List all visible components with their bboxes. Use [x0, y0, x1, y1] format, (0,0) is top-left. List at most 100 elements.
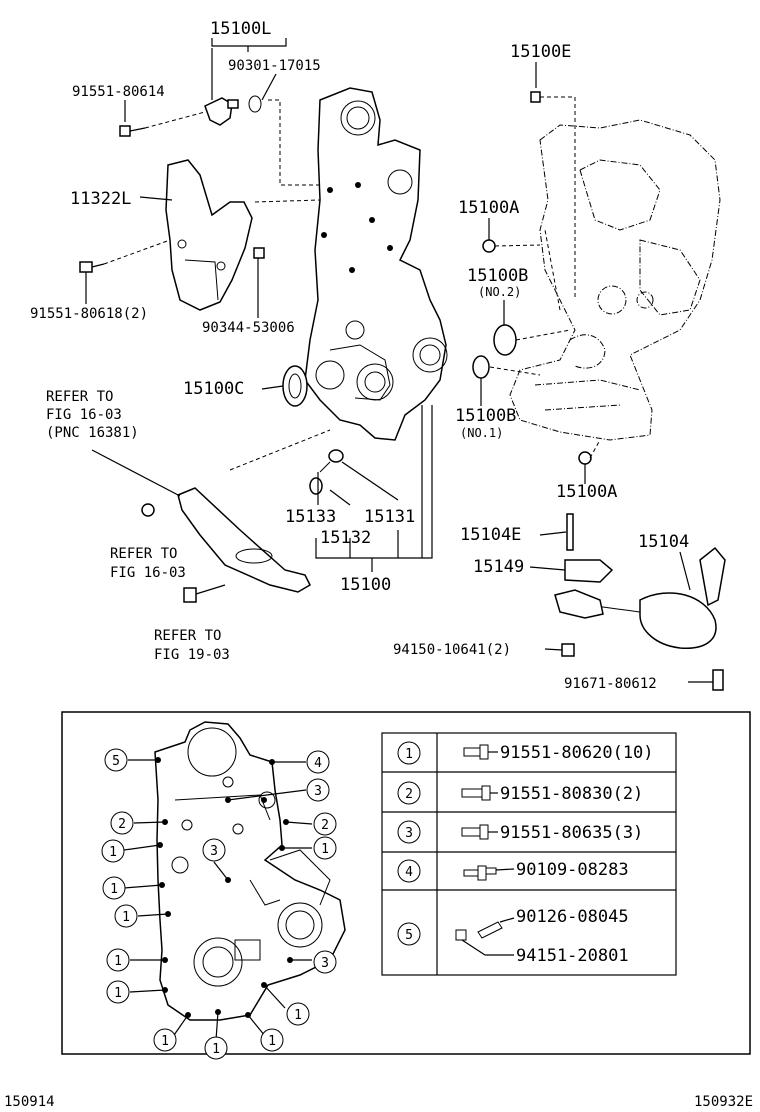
- svg-text:1: 1: [268, 1034, 276, 1049]
- label-15132: 15132: [320, 528, 371, 548]
- detail-inset: 5 4 3 2 2 1 1 3 1 1 1 1 1 1 1 1 3: [61, 711, 751, 1060]
- label-90344-53006: 90344-53006: [202, 320, 295, 336]
- timing-chain-cover: [304, 87, 448, 441]
- stud-icon: [477, 921, 503, 939]
- callout-3: 3: [313, 950, 337, 974]
- refer-note-1-line2: FIG 16-03: [46, 407, 122, 423]
- svg-text:3: 3: [210, 844, 218, 859]
- refer-note-3-line2: FIG 19-03: [154, 647, 230, 663]
- label-no2: (NO.2): [478, 285, 521, 299]
- label-15131: 15131: [364, 507, 415, 527]
- callout-1: 1: [102, 876, 126, 900]
- refer-note-1-line1: REFER TO: [46, 389, 113, 405]
- svg-text:1: 1: [321, 842, 329, 857]
- footer-left-code: 150914: [4, 1094, 55, 1110]
- legend-row-2: 2 91551-80830(2): [397, 781, 643, 805]
- label-15100: 15100: [340, 575, 391, 595]
- callout-1: 1: [286, 1002, 310, 1026]
- tensioner-parts: [309, 449, 344, 495]
- svg-text:2: 2: [321, 818, 329, 833]
- label-no1: (NO.1): [460, 426, 503, 440]
- callout-1: 1: [106, 948, 130, 972]
- label-15100C: 15100C: [183, 379, 244, 399]
- legend-row-1: 1 91551-80620(10): [397, 741, 654, 765]
- svg-text:3: 3: [314, 784, 322, 799]
- svg-text:2: 2: [118, 817, 126, 832]
- callout-1: 1: [260, 1028, 284, 1052]
- bolt-91551-80618: [79, 261, 105, 273]
- callout-2: 2: [313, 812, 337, 836]
- bolt-91551-80614: [119, 125, 146, 137]
- nut-icon: [455, 929, 467, 941]
- inset-cover-drawing: [154, 721, 346, 1021]
- label-15133: 15133: [285, 507, 336, 527]
- legend-part-5b: 94151-20801: [516, 946, 629, 966]
- label-15104: 15104: [638, 532, 689, 552]
- svg-text:1: 1: [212, 1042, 220, 1057]
- plug-15100A-bottom: [578, 451, 592, 465]
- oil-seal-15100C: [282, 365, 308, 407]
- callout-2: 2: [110, 811, 134, 835]
- inset-callouts: 5 4 3 2 2 1 1 3 1 1 1 1 1 1 1 1 3: [101, 748, 337, 1060]
- label-15104E: 15104E: [460, 525, 521, 545]
- svg-text:1: 1: [109, 845, 117, 860]
- dashed-leaders: [103, 96, 601, 471]
- legend-part-1: 91551-80620(10): [500, 743, 654, 763]
- oring-15100B-no1: [472, 355, 490, 379]
- callout-1: 1: [101, 839, 125, 863]
- callout-1: 1: [106, 980, 130, 1004]
- bolt-icon: [461, 824, 489, 840]
- bolt-legend-table: 1 91551-80620(10) 2 91551-80830(2): [381, 732, 677, 976]
- label-15100B-no1: 15100B: [455, 406, 516, 426]
- label-15100A-bottom: 15100A: [556, 482, 617, 502]
- legend-num-1: 1: [405, 747, 413, 762]
- legend-part-3: 91551-80635(3): [500, 823, 643, 843]
- refer-note-2-line1: REFER TO: [110, 546, 177, 562]
- label-90301-17015: 90301-17015: [228, 58, 321, 74]
- svg-text:1: 1: [110, 882, 118, 897]
- svg-text:5: 5: [112, 754, 120, 769]
- legend-part-5a: 90126-08045: [516, 907, 629, 927]
- oil-strainer: [554, 513, 726, 691]
- refer-note-2-line2: FIG 16-03: [110, 565, 186, 581]
- callout-1: 1: [153, 1028, 177, 1052]
- legend-part-2: 91551-80830(2): [500, 784, 643, 804]
- svg-text:3: 3: [321, 956, 329, 971]
- label-11322L: 11322L: [70, 189, 131, 209]
- footer-right-code: 150932E: [694, 1094, 753, 1110]
- legend-row-4: 4 90109-08283: [397, 859, 629, 883]
- legend-row-3: 3 91551-80635(3): [397, 820, 643, 844]
- solid-leaders: [85, 38, 713, 683]
- bolt-icon: [463, 744, 489, 760]
- refer-note-3-line1: REFER TO: [154, 628, 221, 644]
- part-labels: 15100L 90301-17015 91551-80614 15100E 11…: [30, 19, 689, 692]
- label-15100E: 15100E: [510, 42, 571, 62]
- stud-bolt-icon: [463, 865, 497, 881]
- nut-90344-53006: [253, 247, 265, 259]
- svg-text:4: 4: [314, 756, 322, 771]
- svg-text:1: 1: [294, 1008, 302, 1023]
- legend-part-4: 90109-08283: [516, 860, 629, 880]
- label-15149: 15149: [473, 557, 524, 577]
- refer-note-1-line3: (PNC 16381): [46, 425, 139, 441]
- legend-num-5: 5: [405, 928, 413, 943]
- callout-5: 5: [104, 748, 128, 772]
- callout-4: 4: [306, 750, 330, 774]
- svg-text:1: 1: [161, 1034, 169, 1049]
- label-94150-10641: 94150-10641(2): [393, 642, 511, 658]
- legend-row-5: 5 90126-08045 94151-20801: [397, 907, 629, 966]
- cover-plate-11322L: [165, 159, 253, 311]
- legend-num-4: 4: [405, 865, 413, 880]
- bolt-icon: [461, 785, 491, 801]
- plug-15100A-top: [482, 239, 496, 253]
- callout-3: 3: [202, 838, 226, 862]
- legend-num-2: 2: [405, 787, 413, 802]
- svg-text:1: 1: [114, 954, 122, 969]
- svg-text:1: 1: [122, 910, 130, 925]
- label-15100L: 15100L: [210, 19, 271, 39]
- bracket: [141, 487, 311, 603]
- svg-text:1: 1: [114, 986, 122, 1001]
- callout-1: 1: [114, 904, 138, 928]
- legend-num-3: 3: [405, 826, 413, 841]
